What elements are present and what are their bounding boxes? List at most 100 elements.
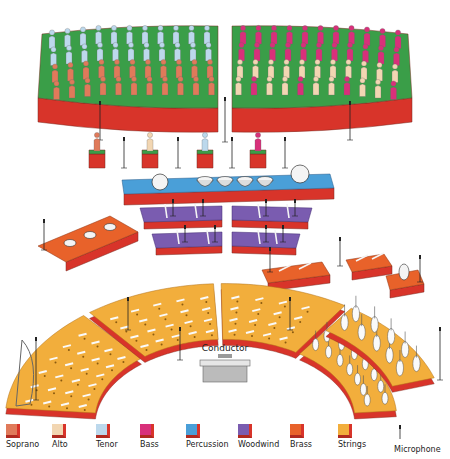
singer-body	[253, 66, 259, 79]
microphone-head	[265, 199, 267, 203]
singer-body	[251, 83, 257, 96]
instrument-neck	[374, 306, 375, 318]
microphone-head	[172, 199, 174, 203]
woodwind-instrument	[258, 204, 260, 218]
trumpet	[372, 253, 384, 259]
chair	[97, 363, 99, 365]
singer-head	[131, 76, 136, 81]
cello	[355, 373, 361, 385]
brass-platform-top	[38, 216, 138, 262]
singer-figure	[206, 42, 212, 61]
choir-riser-top	[38, 26, 218, 109]
double-bass	[413, 356, 420, 372]
singer-figure	[189, 25, 195, 44]
violin	[120, 326, 128, 328]
cello	[313, 339, 319, 351]
chair	[53, 392, 55, 394]
singer-figure	[395, 30, 401, 49]
legend-text: Tenor	[96, 440, 118, 449]
singer-body	[240, 32, 246, 45]
singer-body	[175, 49, 181, 62]
singer-head	[251, 76, 256, 81]
timpani-bowl	[217, 180, 233, 187]
singer-head	[85, 78, 90, 83]
singer-figure	[83, 61, 89, 80]
singer-body	[256, 32, 262, 45]
singer-figure	[204, 25, 210, 44]
microphone-stand	[121, 137, 127, 168]
trumpet	[299, 263, 311, 269]
violin	[55, 375, 63, 377]
cello	[337, 354, 343, 366]
microphone-stand	[177, 327, 183, 360]
chair	[181, 303, 183, 305]
singer-body	[49, 36, 55, 49]
singer-body	[159, 49, 165, 62]
singer-body	[206, 49, 212, 62]
singer-head	[240, 25, 245, 30]
singer-body	[161, 66, 167, 79]
singer-head	[239, 42, 244, 47]
instrument-neck	[416, 346, 417, 358]
violin	[140, 345, 148, 347]
woodwind-platform-top	[140, 206, 222, 222]
singer-figure	[162, 76, 168, 95]
violin	[302, 307, 310, 309]
violin	[176, 299, 184, 301]
singer-figure	[51, 47, 57, 66]
singer-figure	[315, 59, 321, 78]
singer-figure	[52, 64, 58, 83]
legend-entry: Bass	[140, 424, 159, 449]
chair	[101, 378, 103, 380]
singer-body	[190, 49, 196, 62]
instrument-neck	[315, 331, 316, 339]
violin	[77, 352, 85, 354]
singer-head	[395, 30, 400, 35]
cello	[347, 363, 353, 375]
microphone-pole	[270, 250, 271, 272]
chair	[284, 306, 286, 308]
legend-microphone-symbol	[394, 425, 408, 439]
singer-head	[268, 59, 273, 64]
microphone-head	[231, 137, 233, 141]
singer-figure	[316, 42, 322, 61]
microphone-pole	[173, 202, 174, 216]
microphone-pole	[36, 340, 37, 400]
singer-body	[270, 49, 276, 62]
singer-figure	[239, 42, 245, 61]
chair	[97, 345, 99, 347]
chair	[55, 362, 57, 364]
gong	[291, 165, 309, 183]
singer-figure	[360, 78, 366, 97]
singer-body	[313, 83, 319, 96]
singer-figure	[270, 42, 276, 61]
chair	[292, 331, 294, 333]
singer-body	[316, 49, 322, 62]
singer-body	[68, 69, 74, 82]
singer-body	[142, 32, 148, 45]
legend-text: Soprano	[6, 440, 39, 449]
violin	[92, 341, 100, 343]
violin	[200, 297, 208, 299]
violin	[147, 330, 155, 332]
violin	[79, 334, 87, 336]
singer-head	[82, 44, 87, 49]
singer-head	[204, 25, 209, 30]
tuba	[399, 264, 409, 280]
microphone-head	[202, 199, 204, 203]
microphone-pole	[350, 104, 351, 140]
singer-figure	[268, 59, 274, 78]
microphone-foot	[229, 168, 235, 169]
singer-body	[94, 139, 100, 152]
chair	[60, 379, 62, 381]
singer-figure	[236, 76, 242, 95]
chair	[299, 321, 301, 323]
singer-body	[100, 83, 106, 96]
violin	[255, 298, 263, 300]
instrument-neck	[361, 314, 362, 326]
violin	[268, 323, 276, 325]
singer-head	[99, 59, 104, 64]
legend-swatch	[140, 424, 154, 438]
singer-head	[254, 42, 259, 47]
